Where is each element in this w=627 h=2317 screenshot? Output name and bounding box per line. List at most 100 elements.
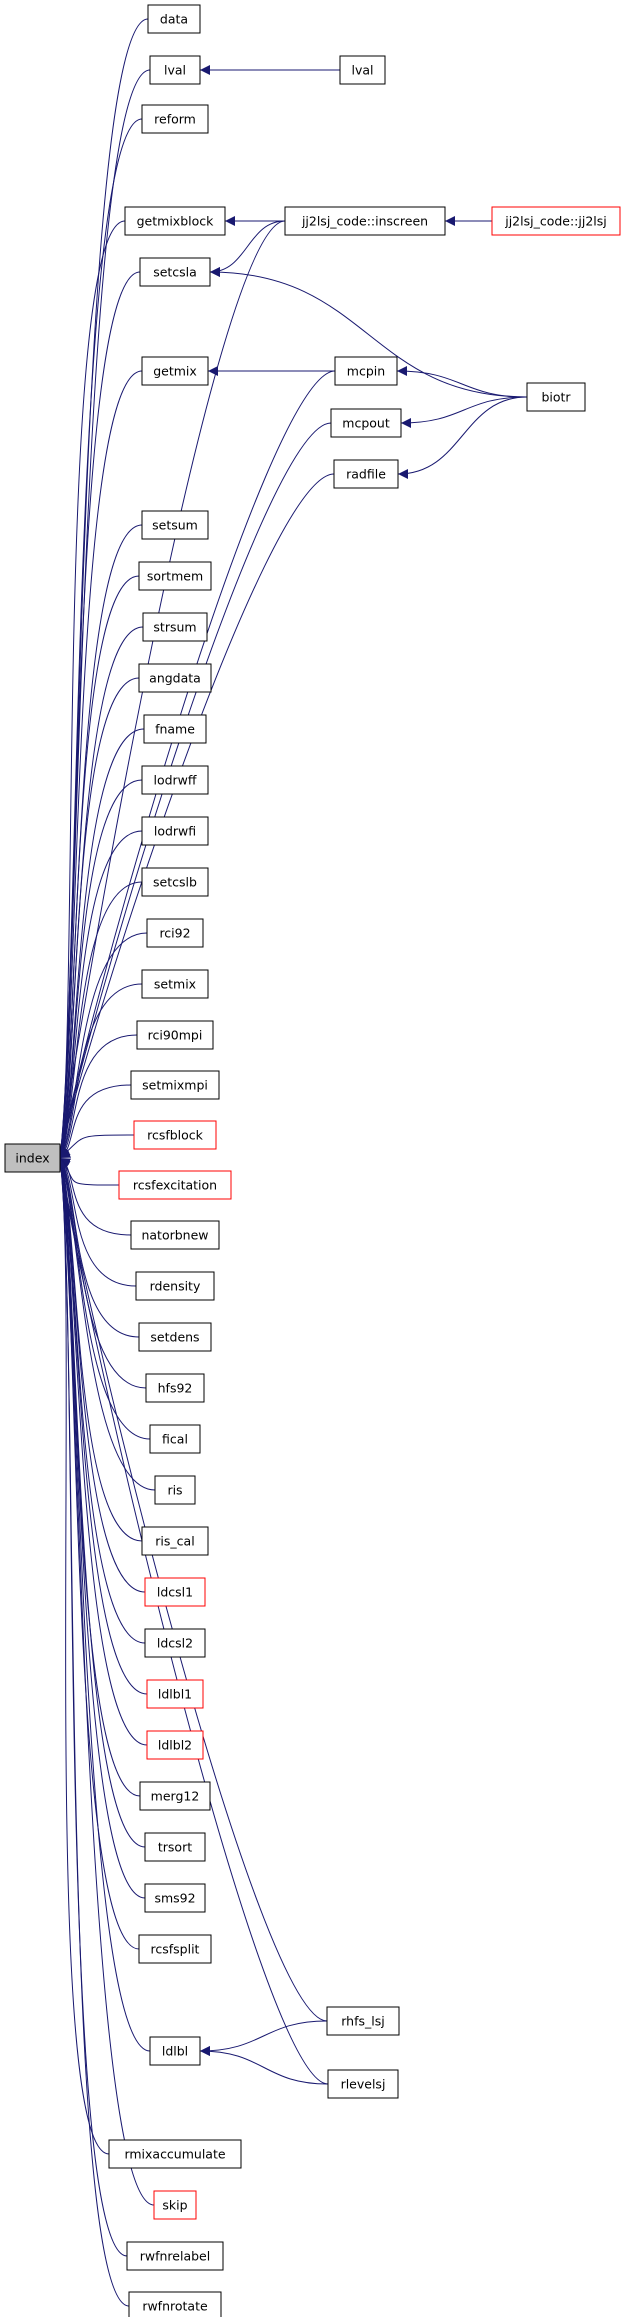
node-natorbnew[interactable]: natorbnew — [130, 1220, 220, 1250]
node-rhfs_lsj[interactable]: rhfs_lsj — [326, 2006, 400, 2036]
node-box — [138, 1934, 212, 1964]
node-rdensity[interactable]: rdensity — [135, 1271, 215, 1301]
node-label: mcpout — [342, 416, 390, 431]
node-ldlbl[interactable]: ldlbl — [149, 2036, 201, 2066]
node-rlevelsj[interactable]: rlevelsj — [327, 2069, 399, 2099]
node-label: lval — [351, 63, 373, 78]
node-box — [144, 1577, 206, 1607]
node-rwfnrelabel[interactable]: rwfnrelabel — [126, 2241, 224, 2271]
node-skip[interactable]: skip — [153, 2190, 197, 2220]
node-strsum[interactable]: strsum — [142, 612, 208, 642]
node-box — [139, 1781, 211, 1811]
node-box — [141, 765, 209, 795]
node-rwfnrotate[interactable]: rwfnrotate — [128, 2291, 222, 2317]
node-merg12[interactable]: merg12 — [139, 1781, 211, 1811]
node-label: ldlbl — [162, 2044, 188, 2059]
node-fical[interactable]: fical — [149, 1424, 201, 1454]
node-rcsfblock[interactable]: rcsfblock — [133, 1120, 217, 1150]
node-label: rci92 — [159, 926, 190, 941]
node-label: setmix — [154, 977, 196, 992]
node-biotr[interactable]: biotr — [526, 382, 586, 412]
edge-fical-to-index — [59, 1157, 151, 1440]
node-setcsla[interactable]: setcsla — [139, 257, 211, 287]
edge-layer — [56, 18, 528, 2307]
edge-biotr-to-mcpin — [396, 366, 528, 398]
node-ldcsl1[interactable]: ldcsl1 — [144, 1577, 206, 1607]
node-sms92[interactable]: sms92 — [144, 1883, 206, 1913]
node-lval[interactable]: lval — [149, 55, 201, 85]
edge-rlevelsj-to-index — [56, 1157, 329, 2085]
node-box — [138, 1322, 212, 1352]
node-ris_cal[interactable]: ris_cal — [141, 1526, 209, 1556]
node-box — [144, 1628, 206, 1658]
node-rci92[interactable]: rci92 — [146, 918, 204, 948]
node-inscreen[interactable]: jj2lsj_code::inscreen — [284, 206, 446, 236]
node-label: setcslb — [153, 875, 197, 890]
node-setdens[interactable]: setdens — [138, 1322, 212, 1352]
node-rmixaccumulate[interactable]: rmixaccumulate — [108, 2139, 242, 2169]
node-index[interactable]: index — [4, 1143, 61, 1173]
node-lval2[interactable]: lval — [339, 55, 386, 85]
node-box — [136, 1020, 214, 1050]
node-box — [141, 867, 209, 897]
node-rcsfsplit[interactable]: rcsfsplit — [138, 1934, 212, 1964]
node-angdata[interactable]: angdata — [138, 663, 212, 693]
edge-rwfnrotate-to-index — [56, 1157, 130, 2307]
node-box — [141, 510, 209, 540]
node-box — [334, 356, 398, 386]
node-label: setsum — [152, 518, 198, 533]
node-label: data — [160, 12, 188, 27]
node-radfile[interactable]: radfile — [333, 459, 399, 489]
node-lodrwfi[interactable]: lodrwfi — [141, 816, 209, 846]
node-label: index — [15, 1151, 49, 1166]
node-label: rwfnrelabel — [140, 2249, 210, 2264]
node-label: fical — [162, 1432, 188, 1447]
node-box — [339, 55, 386, 85]
node-ldcsl2[interactable]: ldcsl2 — [144, 1628, 206, 1658]
edge-setcslb-to-index — [59, 881, 143, 1159]
node-label: rmixaccumulate — [124, 2147, 225, 2162]
node-rcsfexcitation[interactable]: rcsfexcitation — [118, 1170, 232, 1200]
node-ldlbl2[interactable]: ldlbl2 — [146, 1730, 204, 1760]
edge-rmixaccumulate-to-index — [56, 1157, 110, 2155]
node-box — [147, 4, 201, 34]
node-box — [4, 1143, 61, 1173]
node-box — [153, 2190, 197, 2220]
node-setmixmpi[interactable]: setmixmpi — [130, 1070, 220, 1100]
node-box — [141, 104, 209, 134]
node-trsort[interactable]: trsort — [144, 1832, 206, 1862]
node-ldlbl1[interactable]: ldlbl1 — [146, 1679, 204, 1709]
edge-rhfs_lsj-to-ldlbl — [199, 2020, 328, 2056]
node-jj2lsj[interactable]: jj2lsj_code::jj2lsj — [491, 206, 621, 236]
node-mcpout[interactable]: mcpout — [330, 408, 402, 438]
edge-rci92-to-index — [59, 932, 148, 1159]
edge-rlevelsj-to-ldlbl — [199, 2046, 329, 2085]
node-label: sms92 — [154, 1891, 195, 1906]
node-setsum[interactable]: setsum — [141, 510, 209, 540]
node-label: natorbnew — [141, 1228, 208, 1243]
node-label: rci90mpi — [148, 1028, 203, 1043]
node-layer: index data lval lval reform getmixblock jj2lsj… — [4, 4, 621, 2317]
node-setmix[interactable]: setmix — [141, 969, 209, 999]
node-reform[interactable]: reform — [141, 104, 209, 134]
node-sortmem[interactable]: sortmem — [138, 561, 212, 591]
node-label: ldcsl2 — [157, 1636, 193, 1651]
node-label: rcsfsplit — [151, 1942, 200, 1957]
node-setcslb[interactable]: setcslb — [141, 867, 209, 897]
node-data[interactable]: data — [147, 4, 201, 34]
node-getmixblock[interactable]: getmixblock — [124, 206, 226, 236]
node-label: angdata — [149, 671, 201, 686]
node-mcpin[interactable]: mcpin — [334, 356, 398, 386]
node-fname[interactable]: fname — [143, 714, 207, 744]
node-ris[interactable]: ris — [154, 1475, 196, 1505]
node-lodrwff[interactable]: lodrwff — [141, 765, 209, 795]
node-label: ldcsl1 — [157, 1585, 193, 1600]
node-getmix[interactable]: getmix — [141, 356, 209, 386]
node-rci90mpi[interactable]: rci90mpi — [136, 1020, 214, 1050]
node-label: setdens — [150, 1330, 199, 1345]
node-label: rcsfexcitation — [133, 1178, 217, 1193]
node-hfs92[interactable]: hfs92 — [145, 1373, 205, 1403]
edge-ldlbl-to-index — [56, 1157, 151, 2052]
node-label: jj2lsj_code::inscreen — [301, 214, 428, 229]
edge-getmixblock-to-index — [56, 220, 126, 1159]
